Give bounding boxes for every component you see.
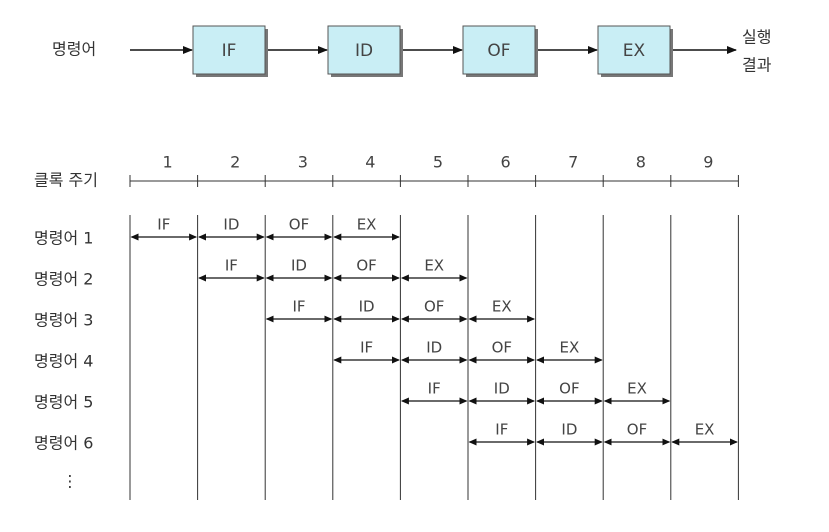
clock-tick-label-4: 4: [365, 153, 375, 172]
clock-axis: 1 2 3 4 5 6 7 8 9: [129, 153, 739, 187]
instruction-label-6: 명령어 6: [34, 434, 93, 453]
stage-span-label-if: IF: [225, 257, 238, 275]
instruction-label-3: 명령어 3: [34, 311, 93, 330]
stage-span-label-id: ID: [426, 339, 442, 357]
instruction-label-1: 명령어 1: [34, 229, 93, 248]
stage-label-id: ID: [355, 41, 373, 61]
stage-span-label-id: ID: [561, 421, 577, 439]
stage-span-label-if: IF: [495, 421, 508, 439]
clock-tick-label-2: 2: [230, 153, 240, 172]
stage-label-if: IF: [222, 41, 237, 61]
clock-tick-label-5: 5: [433, 153, 443, 172]
stage-span-label-ex: EX: [695, 421, 715, 439]
stage-label-ex: EX: [623, 41, 646, 61]
stage-span-label-if: IF: [428, 380, 441, 398]
instruction-label-4: 명령어 4: [34, 352, 93, 371]
clock-tick-label-9: 9: [703, 153, 713, 172]
stage-span-label-of: OF: [289, 216, 309, 234]
stage-span-label-id: ID: [291, 257, 307, 275]
stage-span-label-ex: EX: [492, 298, 512, 316]
stage-span-label-if: IF: [292, 298, 305, 316]
stage-span-label-id: ID: [223, 216, 239, 234]
stage-span-label-of: OF: [356, 257, 376, 275]
stage-box-id: [327, 25, 401, 75]
instruction-label-5: 명령어 5: [34, 393, 93, 412]
stage-span-label-if: IF: [157, 216, 170, 234]
stage-span-label-of: OF: [424, 298, 444, 316]
clock-tick-label-7: 7: [568, 153, 578, 172]
stage-label-of: OF: [487, 41, 510, 61]
timing-grid: [129, 215, 739, 500]
clock-tick-label-8: 8: [636, 153, 646, 172]
instruction-rows: 명령어 1 IF ID OF EX 명령어 2 IF ID OF EX 명령어 3 IF ID OF EX 명…: [34, 216, 738, 453]
pipeline-output-label-line2: 결과: [742, 56, 772, 75]
stage-box-if: [192, 25, 266, 75]
stage-box-of: [462, 25, 536, 75]
pipeline-output-label-line1: 실행: [742, 28, 771, 47]
stage-span-label-id: ID: [494, 380, 510, 398]
stage-span-label-of: OF: [492, 339, 512, 357]
stage-span-label-ex: EX: [560, 339, 580, 357]
stage-span-label-of: OF: [627, 421, 647, 439]
clock-tick-label-6: 6: [501, 153, 511, 172]
clock-tick-label-3: 3: [298, 153, 308, 172]
stage-box-ex: [597, 25, 671, 75]
clock-axis-label: 클록 주기: [34, 171, 98, 190]
stage-span-label-ex: EX: [627, 380, 647, 398]
pipeline-input-label: 명령어: [52, 40, 96, 59]
stage-span-label-ex: EX: [424, 257, 444, 275]
stage-span-label-if: IF: [360, 339, 373, 357]
pipeline-stages: IF ID OF EX: [130, 25, 737, 77]
stage-span-label-of: OF: [559, 380, 579, 398]
more-instructions-ellipsis: ⋮: [62, 472, 78, 491]
stage-span-label-ex: EX: [357, 216, 377, 234]
stage-span-label-id: ID: [359, 298, 375, 316]
instruction-label-2: 명령어 2: [34, 270, 93, 289]
clock-tick-label-1: 1: [163, 153, 173, 172]
